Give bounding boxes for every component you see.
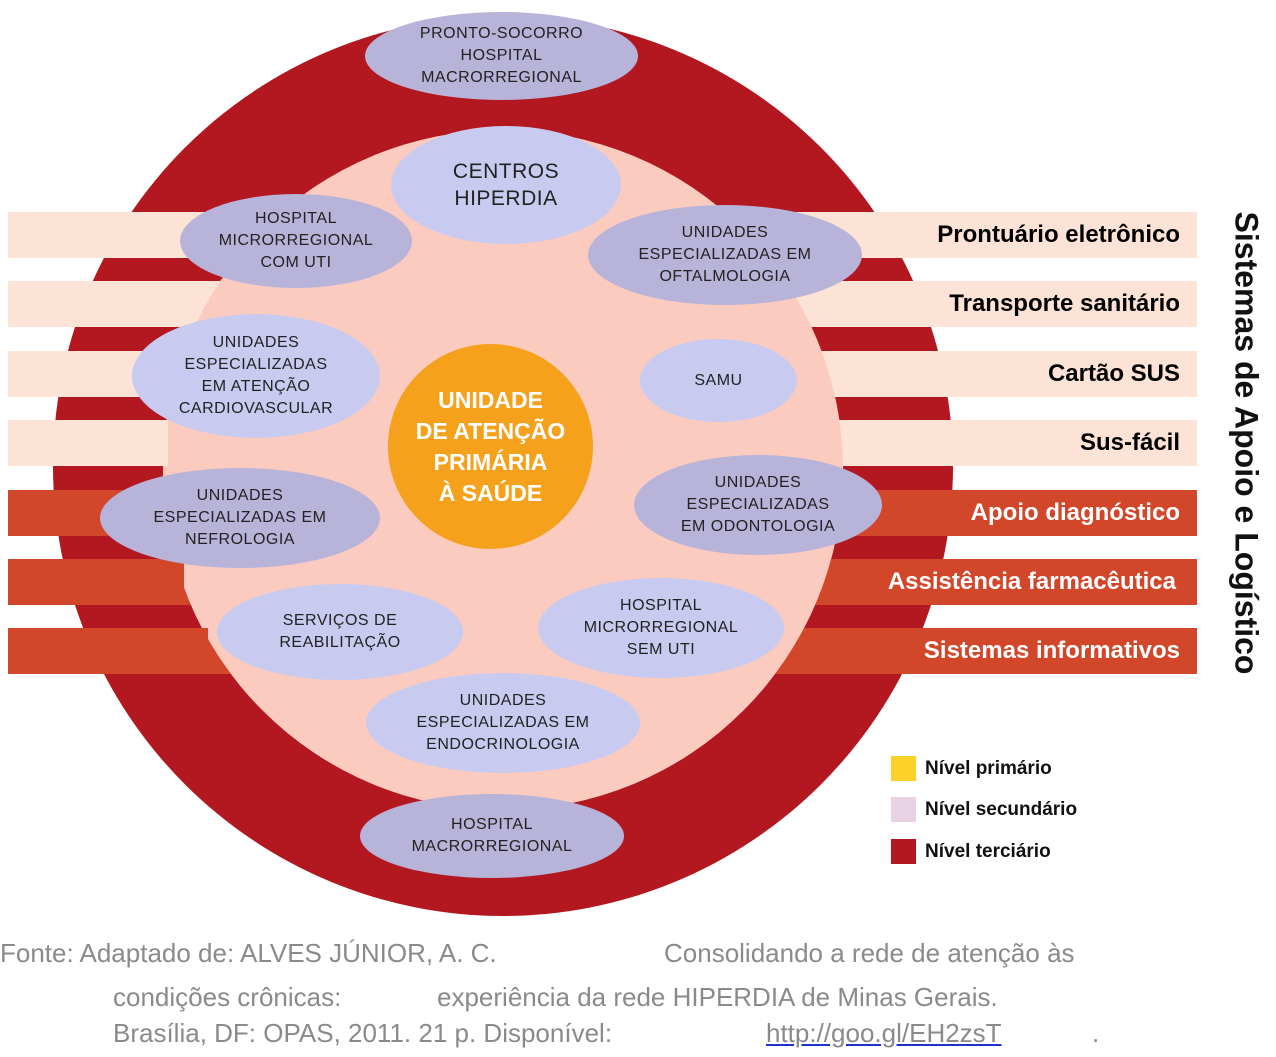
support-band-overlay-right-4 <box>845 420 1197 466</box>
support-band-overlay-right-1 <box>820 212 1197 258</box>
legend-swatch-tertiary <box>891 839 916 864</box>
support-band-overlay-left-6 <box>8 559 184 605</box>
band-label-cartao: Cartão SUS <box>1047 360 1180 387</box>
node-primary-care: UNIDADE DE ATENÇÃO PRIMÁRIA À SAÚDE <box>388 344 593 549</box>
legend-swatch-primary <box>891 756 916 781</box>
support-systems-title-text: Sistemas de Apoio e Logístico <box>1228 211 1265 675</box>
support-band-overlay-right-5 <box>845 490 1197 536</box>
node-hospital-micro-com-uti-label: HOSPITAL MICRORREGIONAL COM UTI <box>218 210 374 271</box>
node-pronto-socorro: PRONTO-SOCORRO HOSPITAL MACRORREGIONAL <box>365 12 638 100</box>
node-reabilitacao: SERVIÇOS DE REABILITAÇÃO <box>217 584 463 680</box>
node-endocrinologia-label: UNIDADES ESPECIALIZADAS EM ENDOCRINOLOGI… <box>416 692 590 753</box>
node-endocrinologia: UNIDADES ESPECIALIZADAS EM ENDOCRINOLOGI… <box>366 673 640 773</box>
source-line1-part1: Fonte: Adaptado de: ALVES JÚNIOR, A. C. <box>0 938 497 968</box>
node-oftalmologia: UNIDADES ESPECIALIZADAS EM OFTALMOLOGIA <box>588 205 862 305</box>
support-band-overlay-left-7 <box>8 628 208 674</box>
support-band-overlay-left-2 <box>8 281 188 327</box>
node-oftalmologia-label: UNIDADES ESPECIALIZADAS EM OFTALMOLOGIA <box>638 224 812 285</box>
support-band-overlay-left-1 <box>8 212 208 258</box>
node-centros-hiperdia: CENTROS HIPERDIA <box>391 126 621 244</box>
source-line3-link[interactable]: http://goo.gl/EH2zsT <box>766 1018 1002 1048</box>
node-nefrologia-label: UNIDADES ESPECIALIZADAS EM NEFROLOGIA <box>153 487 327 548</box>
node-hospital-micro-sem-uti-label: HOSPITAL MICRORREGIONAL SEM UTI <box>583 597 739 658</box>
node-odontologia-label: UNIDADES ESPECIALIZADAS EM ODONTOLOGIA <box>680 474 836 535</box>
band-label-assistencia: Assistência farmacêutica <box>887 568 1176 595</box>
legend-label-secondary: Nível secundário <box>925 799 1078 820</box>
support-band-overlay-right-7 <box>805 628 1197 674</box>
source-line2-part2: experiência da rede HIPERDIA de Minas Ge… <box>437 982 998 1012</box>
node-cardiovascular: UNIDADES ESPECIALIZADAS EM ATENÇÃO CARDI… <box>132 314 380 438</box>
band-label-transporte: Transporte sanitário <box>949 290 1180 317</box>
band-label-informativos: Sistemas informativos <box>923 637 1180 664</box>
support-band-overlay-left-4 <box>8 420 168 466</box>
node-hospital-micro-com-uti: HOSPITAL MICRORREGIONAL COM UTI <box>180 194 412 288</box>
node-centros-hiperdia-label: CENTROS HIPERDIA <box>452 160 560 210</box>
node-pronto-socorro-label: PRONTO-SOCORRO HOSPITAL MACRORREGIONAL <box>419 25 584 86</box>
node-samu: SAMU <box>640 339 797 422</box>
source-line1-part2: Consolidando a rede de atenção às <box>664 938 1075 968</box>
band-label-apoio: Apoio diagnóstico <box>970 499 1180 526</box>
node-samu-label: SAMU <box>694 371 743 389</box>
support-band-overlay-right-3 <box>838 351 1197 397</box>
node-primary-care-label: UNIDADE DE ATENÇÃO PRIMÁRIA À SAÚDE <box>415 386 566 506</box>
support-band-overlay-right-2 <box>823 281 1197 327</box>
legend-swatch-secondary <box>891 797 916 822</box>
node-reabilitacao-label: SERVIÇOS DE REABILITAÇÃO <box>279 612 401 651</box>
band-label-susfacil: Sus-fácil <box>1079 429 1180 456</box>
node-hospital-micro-sem-uti: HOSPITAL MICRORREGIONAL SEM UTI <box>538 578 784 678</box>
source-line2-part1: condições crônicas: <box>113 982 342 1012</box>
legend-label-primary: Nível primário <box>925 758 1052 779</box>
node-hospital-macro: HOSPITAL MACRORREGIONAL <box>360 794 624 878</box>
band-label-prontuario: Prontuário eletrônico <box>937 221 1180 248</box>
source-line3-end: . <box>1092 1018 1100 1048</box>
node-cardiovascular-label: UNIDADES ESPECIALIZADAS EM ATENÇÃO CARDI… <box>178 334 334 417</box>
legend-label-tertiary: Nível terciário <box>925 841 1051 862</box>
support-band-overlay-right-6 <box>832 559 1197 605</box>
node-hospital-macro-label: HOSPITAL MACRORREGIONAL <box>411 816 573 855</box>
support-systems-title: Sistemas de Apoio e Logístico <box>1228 188 1265 698</box>
node-odontologia: UNIDADES ESPECIALIZADAS EM ODONTOLOGIA <box>634 455 882 555</box>
node-nefrologia: UNIDADES ESPECIALIZADAS EM NEFROLOGIA <box>100 468 380 568</box>
source-line3-part1: Brasília, DF: OPAS, 2011. 21 p. Disponív… <box>113 1018 613 1048</box>
